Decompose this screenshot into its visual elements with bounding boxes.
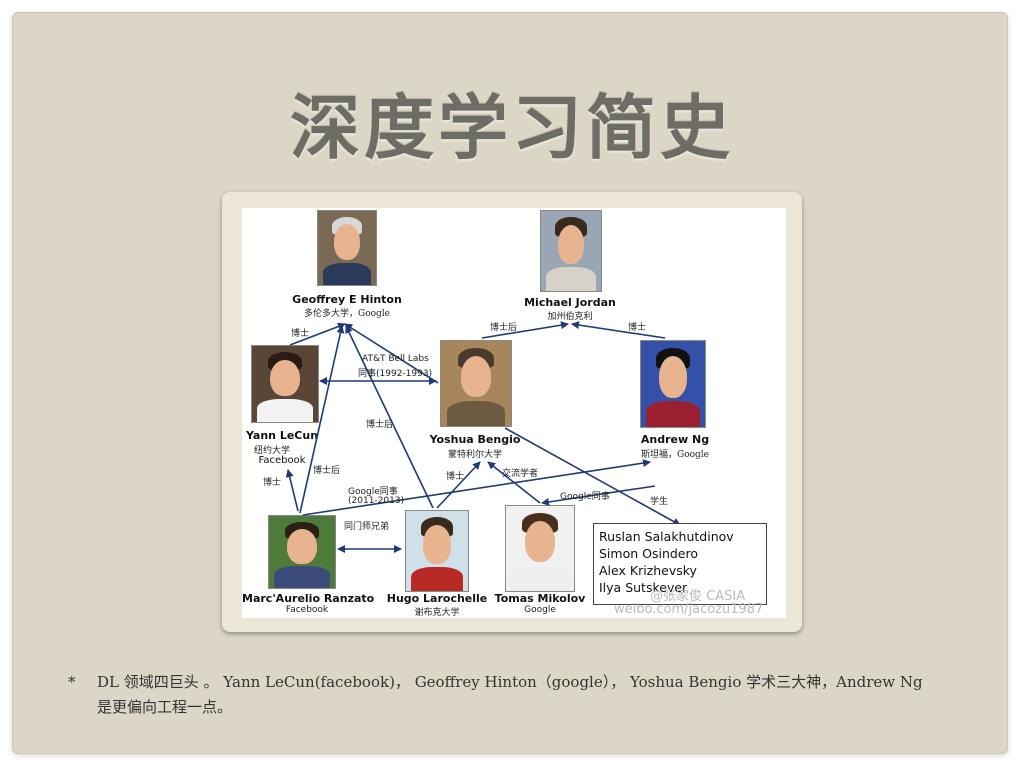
label-jiaoliu: 交流学者 bbox=[502, 469, 539, 479]
arrow-ng-mikolov bbox=[541, 485, 656, 506]
arrow-ranzato-ng bbox=[302, 459, 651, 516]
sub-larochelle: 谢布克大学 bbox=[414, 608, 460, 618]
sub-hinton: 多伦多大学，Google bbox=[304, 309, 390, 319]
name-jordan: Michael Jordan bbox=[524, 296, 616, 309]
label-boshi-lecun: 博士 bbox=[291, 329, 310, 339]
photo-hinton bbox=[317, 210, 377, 286]
label-boshihou-ranzato: 博士后 bbox=[313, 466, 341, 476]
label-boshi-larochelle: 博士 bbox=[446, 472, 465, 482]
label-boshi-ng: 博士 bbox=[628, 323, 647, 333]
student-name: Ilya Sutskever bbox=[599, 580, 688, 595]
arrow-larochelle-hinton bbox=[345, 325, 434, 509]
photo-larochelle bbox=[405, 510, 469, 592]
sub-bengio: 蒙特利尔大学 bbox=[447, 450, 502, 460]
photo-ng bbox=[640, 340, 706, 428]
arrow-bengio-jordan bbox=[481, 321, 569, 339]
photo-ranzato bbox=[268, 515, 336, 589]
watermark-url: weibo.com/jacozu1987 bbox=[614, 602, 764, 617]
sub-ranzato: Facebook bbox=[285, 605, 329, 615]
arrow-hinton-bengio bbox=[344, 323, 439, 384]
arrow-lecun-ranzato bbox=[285, 469, 299, 512]
sub-mikolov: Google bbox=[524, 605, 556, 615]
label-boshihou-bengio-jordan: 博士后 bbox=[490, 323, 518, 333]
label-google-colleague-2: Google同事 bbox=[560, 492, 610, 502]
label-tongmen: 同门师兄弟 bbox=[344, 522, 390, 532]
sub-lecun: 纽约大学 bbox=[253, 446, 290, 456]
sub-jordan: 加州伯克利 bbox=[547, 312, 593, 322]
name-hinton: Geoffrey E Hinton bbox=[292, 293, 402, 306]
label-bell-labs: AT&T Bell Labs bbox=[362, 354, 429, 364]
student-name: Simon Osindero bbox=[599, 546, 699, 561]
arrow-students-bengio bbox=[504, 427, 681, 526]
label-google-years: (2011-2013) bbox=[348, 496, 405, 506]
label-google-colleague: Google同事 bbox=[348, 487, 398, 497]
name-bengio: Yoshua Bengio bbox=[429, 433, 521, 446]
photo-bengio bbox=[440, 340, 512, 427]
watermark-handle: @张家俊 CASIA bbox=[650, 589, 746, 604]
label-xuesheng: 学生 bbox=[650, 497, 669, 507]
name-larochelle: Hugo Larochelle bbox=[386, 592, 488, 605]
arrow-ranzato-hinton bbox=[299, 325, 345, 514]
photo-jordan bbox=[540, 210, 602, 292]
arrow-lecun-hinton bbox=[289, 322, 346, 346]
bullet-text: DL 领域四巨头 。 Yann LeCun(facebook)， Geoffre… bbox=[97, 673, 923, 716]
arrow-mikolov-bengio bbox=[487, 461, 541, 504]
sub2-lecun: Facebook bbox=[258, 455, 306, 466]
photo-mikolov bbox=[505, 505, 575, 592]
name-ranzato: Marc'Aurelio Ranzato bbox=[242, 592, 375, 605]
name-ng: Andrew Ng bbox=[640, 433, 710, 446]
students-box: Ruslan Salakhutdinov Simon Osindero Alex… bbox=[593, 523, 767, 605]
label-boshihou-larochelle: 博士后 bbox=[366, 420, 394, 430]
name-lecun: Yann LeCun bbox=[245, 429, 319, 442]
label-boshi-ranzato: 博士 bbox=[263, 478, 282, 488]
bullet-mark: * bbox=[68, 673, 76, 691]
photo-lecun bbox=[251, 345, 319, 423]
arrow-larochelle-bengio bbox=[436, 461, 481, 509]
sub-ng: 斯坦福，Google bbox=[641, 450, 709, 460]
label-bell-labs-years: 同事(1992-1993) bbox=[358, 369, 433, 379]
slide-title: 深度学习简史 bbox=[290, 86, 734, 169]
name-mikolov: Tomas Mikolov bbox=[494, 592, 586, 605]
student-name: Alex Krizhevsky bbox=[599, 563, 697, 578]
arrow-ng-jordan bbox=[571, 321, 666, 339]
student-name: Ruslan Salakhutdinov bbox=[599, 529, 734, 544]
